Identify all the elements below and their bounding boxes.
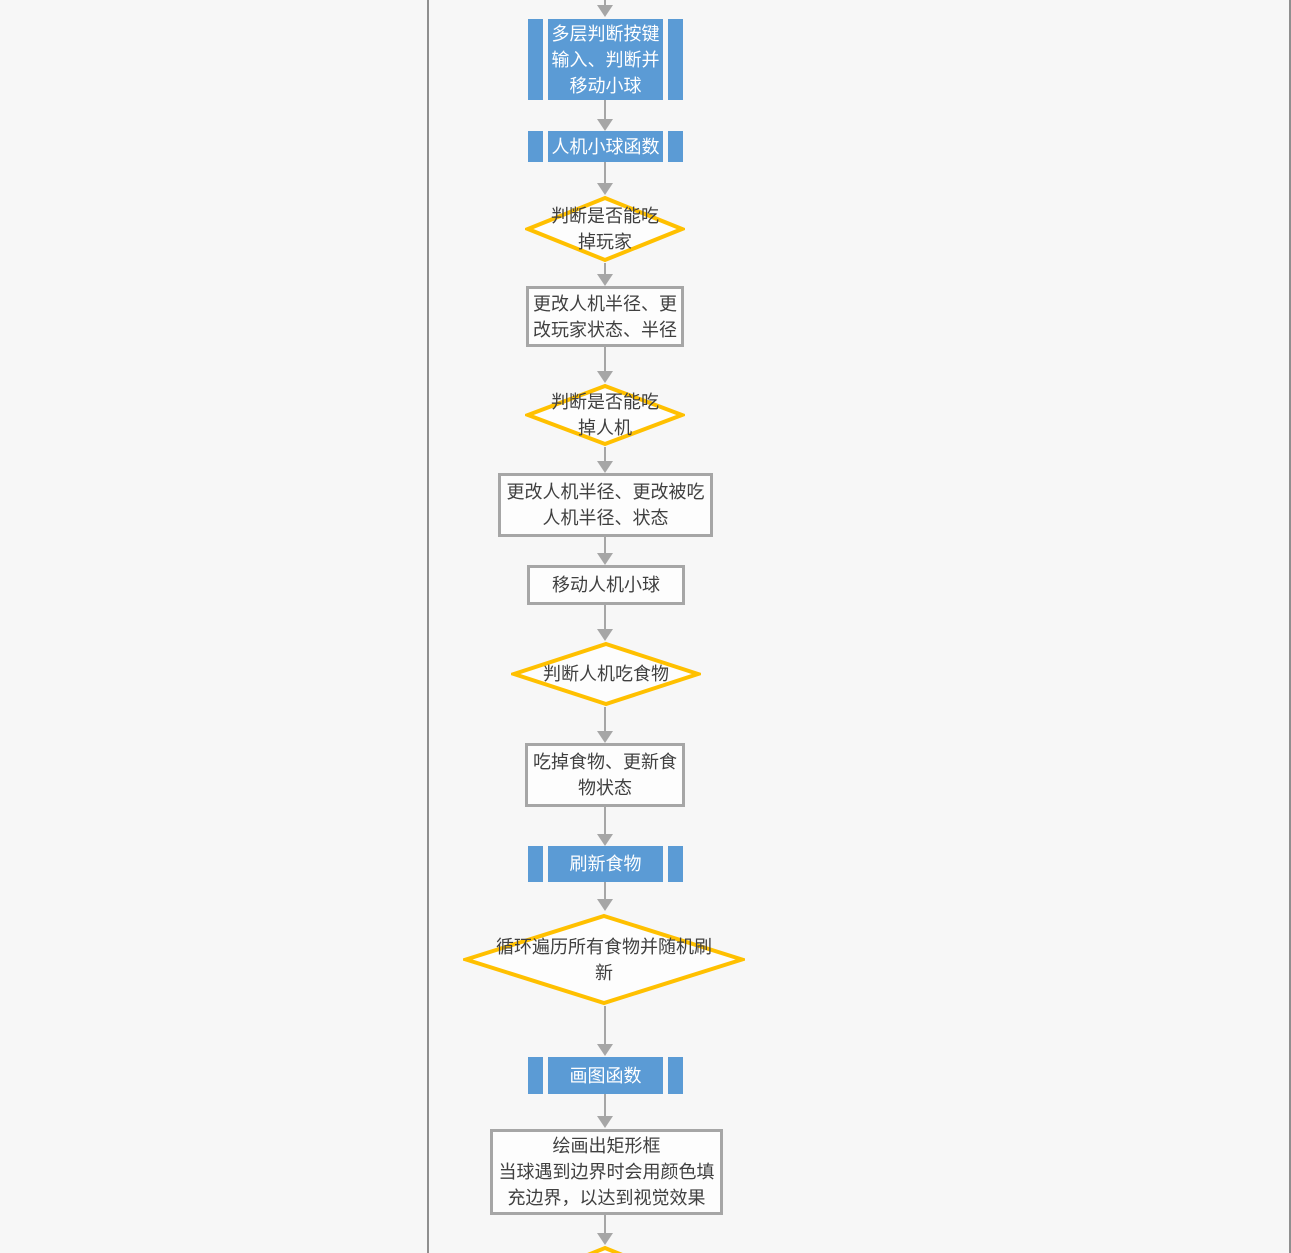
process-update-player[interactable]: 更改人机半径、更 改玩家状态、半径 xyxy=(526,286,684,347)
subroutine-refresh-food[interactable]: 刷新食物 xyxy=(528,846,683,882)
arrow-stem xyxy=(604,707,606,734)
decision-ai-eat-food[interactable]: 判断人机吃食物 xyxy=(511,641,701,707)
arrow-head-icon xyxy=(597,629,613,641)
arrow-stem xyxy=(604,605,606,632)
decision-bottom-partial[interactable] xyxy=(525,1245,685,1253)
flow-arrow xyxy=(596,347,614,383)
diamond-shape xyxy=(463,913,745,1006)
subroutine-draw-function[interactable]: 画图函数 xyxy=(528,1057,683,1094)
node-label: 移动人机小球 xyxy=(552,575,660,595)
decision-can-eat-ai[interactable]: 判断是否能吃 掉人机 xyxy=(525,383,685,447)
arrow-head-icon xyxy=(597,371,613,383)
arrow-stem xyxy=(604,263,606,277)
subroutine-stripe xyxy=(663,846,668,882)
arrow-stem xyxy=(604,162,606,186)
flow-arrow xyxy=(596,807,614,846)
subroutine-stripe xyxy=(543,846,548,882)
diamond-shape xyxy=(525,195,685,263)
decision-loop-all-food[interactable]: 循环遍历所有食物并随机刷 新 xyxy=(463,913,745,1006)
flow-arrow xyxy=(596,1006,614,1056)
node-label: 更改人机半径、更 改玩家状态、半径 xyxy=(533,293,677,340)
flow-arrow xyxy=(596,447,614,473)
arrow-stem xyxy=(604,1006,606,1047)
process-eat-food-update[interactable]: 吃掉食物、更新食 物状态 xyxy=(525,743,685,807)
arrow-head-icon xyxy=(597,183,613,195)
process-draw-border[interactable]: 绘画出矩形框 当球遇到边界时会用颜色填 充边界，以达到视觉效果 xyxy=(490,1129,723,1215)
flow-arrow xyxy=(596,100,614,131)
arrow-head-icon xyxy=(597,553,613,565)
flow-arrow xyxy=(596,537,614,565)
arrow-stem xyxy=(604,0,606,8)
subroutine-ai-ball-function[interactable]: 人机小球函数 xyxy=(528,131,683,162)
arrow-head-icon xyxy=(597,461,613,473)
diamond-shape xyxy=(525,383,685,447)
arrow-head-icon xyxy=(597,1116,613,1128)
node-label: 人机小球函数 xyxy=(551,136,660,157)
flow-arrow xyxy=(596,0,614,17)
node-label: 绘画出矩形框 当球遇到边界时会用颜色填 充边界，以达到视觉效果 xyxy=(498,1136,715,1208)
subroutine-stripe xyxy=(543,1057,548,1094)
arrow-stem xyxy=(604,347,606,374)
subroutine-stripe xyxy=(663,1057,668,1094)
arrow-head-icon xyxy=(597,1044,613,1056)
flow-arrow xyxy=(596,707,614,743)
arrow-head-icon xyxy=(597,274,613,286)
flow-arrow xyxy=(596,882,614,911)
arrow-stem xyxy=(604,1094,606,1119)
arrow-head-icon xyxy=(597,834,613,846)
flow-arrow xyxy=(596,263,614,286)
diamond-shape xyxy=(587,1245,623,1253)
page-border-right xyxy=(1289,0,1291,1253)
arrow-stem xyxy=(604,537,606,556)
node-label: 更改人机半径、更改被吃 人机半径、状态 xyxy=(506,482,705,528)
arrow-stem xyxy=(604,100,606,122)
arrow-stem xyxy=(604,807,606,837)
subroutine-stripe xyxy=(663,131,668,162)
subroutine-stripe xyxy=(663,19,668,100)
process-move-ai-ball[interactable]: 移动人机小球 xyxy=(527,565,685,605)
process-update-ai[interactable]: 更改人机半径、更改被吃 人机半径、状态 xyxy=(498,473,713,537)
arrow-head-icon xyxy=(597,5,613,17)
arrow-stem xyxy=(604,1215,606,1236)
node-label: 多层判断按键 输入、判断并 移动小球 xyxy=(551,23,660,96)
arrow-stem xyxy=(604,882,606,902)
arrow-head-icon xyxy=(597,899,613,911)
page-border-left xyxy=(427,0,429,1253)
flow-arrow xyxy=(596,162,614,195)
decision-can-eat-player[interactable]: 判断是否能吃 掉玩家 xyxy=(525,195,685,263)
subroutine-multi-key-judge[interactable]: 多层判断按键 输入、判断并 移动小球 xyxy=(528,19,683,100)
arrow-head-icon xyxy=(597,119,613,131)
flow-arrow xyxy=(596,1215,614,1245)
node-label: 刷新食物 xyxy=(569,854,642,874)
flow-arrow xyxy=(596,605,614,641)
subroutine-stripe xyxy=(543,131,548,162)
node-label: 画图函数 xyxy=(569,1065,642,1086)
arrow-head-icon xyxy=(597,1233,613,1245)
arrow-stem xyxy=(604,447,606,464)
arrow-head-icon xyxy=(597,731,613,743)
node-label: 吃掉食物、更新食 物状态 xyxy=(533,752,677,798)
flow-arrow xyxy=(596,1094,614,1128)
diamond-shape xyxy=(511,641,701,707)
subroutine-stripe xyxy=(543,19,548,100)
